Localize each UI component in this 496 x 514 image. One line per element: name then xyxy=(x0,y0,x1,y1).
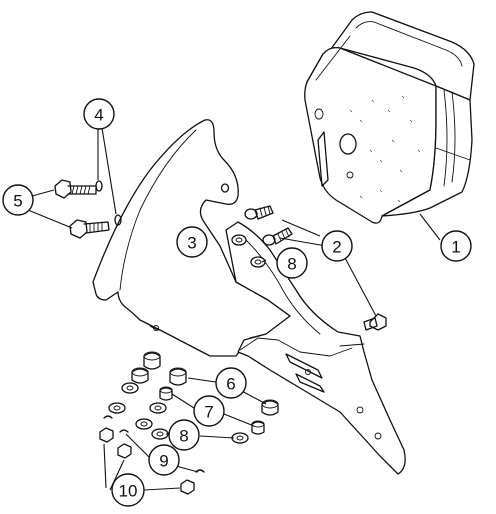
callout-2: 2 xyxy=(321,230,353,262)
lock-washer-lower xyxy=(114,214,122,226)
callout-label-1: 1 xyxy=(451,238,460,257)
callout-6: 6 xyxy=(215,367,247,399)
spacer-3 xyxy=(131,367,149,384)
bolt-middle xyxy=(262,227,293,246)
spacer-1 xyxy=(143,351,161,370)
flat-washer-f xyxy=(231,432,249,444)
flat-washer-c xyxy=(149,402,167,414)
flat-washer-a xyxy=(121,382,139,394)
muffler-housing xyxy=(304,11,475,224)
screw-upper-left xyxy=(54,179,97,199)
flat-washer-e xyxy=(151,428,169,440)
callout-label-8-lower: 8 xyxy=(179,427,188,446)
bolt-lower-right xyxy=(363,313,387,331)
callout-label-5: 5 xyxy=(13,192,22,211)
callout-label-2: 2 xyxy=(332,238,341,257)
callout-5: 5 xyxy=(2,184,34,216)
flat-washer-d xyxy=(135,418,153,430)
washer-upper xyxy=(231,234,247,246)
bolt-upper xyxy=(244,205,274,220)
callout-8-lower: 8 xyxy=(168,419,200,451)
lock-washer-upper xyxy=(95,180,103,192)
callout-label-3: 3 xyxy=(187,234,196,253)
callout-3: 3 xyxy=(176,226,208,258)
flat-washer-b xyxy=(108,402,126,414)
callout-8-upper: 8 xyxy=(276,247,308,279)
callout-label-9: 9 xyxy=(159,452,168,471)
hex-nut-b xyxy=(117,443,132,459)
spacer-4 xyxy=(261,399,279,416)
callout-label-10: 10 xyxy=(119,482,138,501)
callout-7: 7 xyxy=(193,395,225,427)
sleeve-2 xyxy=(251,420,265,435)
hex-nut-a xyxy=(99,427,114,443)
split-washer-a xyxy=(103,415,113,419)
spacer-2 xyxy=(169,367,187,386)
callout-10: 10 xyxy=(111,473,145,507)
callout-4: 4 xyxy=(83,98,115,130)
callout-label-8-upper: 8 xyxy=(287,255,296,274)
washer-lower xyxy=(250,256,266,268)
leader-lines xyxy=(27,127,441,491)
callout-label-4: 4 xyxy=(94,106,103,125)
callout-1: 1 xyxy=(440,230,472,262)
callout-9: 9 xyxy=(148,444,180,476)
callout-label-6: 6 xyxy=(226,375,235,394)
hex-nut-c xyxy=(180,479,195,495)
screw-lower-left xyxy=(69,219,110,239)
callout-label-7: 7 xyxy=(204,403,213,422)
split-washer-b xyxy=(119,429,129,433)
sleeve-1 xyxy=(159,386,173,401)
